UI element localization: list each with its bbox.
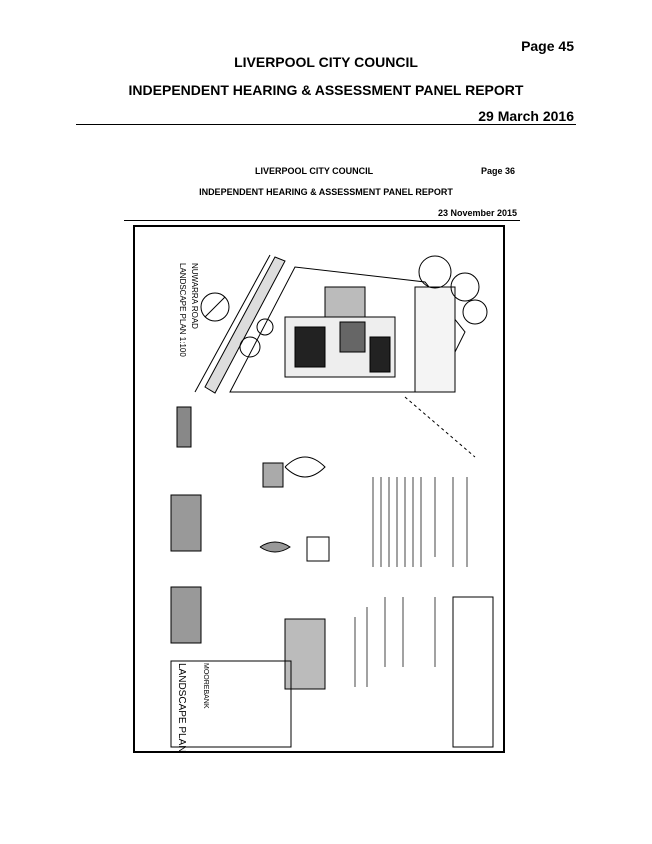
report-title: INDEPENDENT HEARING & ASSESSMENT PANEL R… <box>128 82 524 98</box>
embedded-page-number: Page 36 <box>481 166 516 176</box>
plan-sketch <box>170 254 494 748</box>
embedded-header-divider <box>124 220 520 221</box>
sheet-location: MOOREBANK <box>202 663 209 709</box>
header-divider <box>76 124 576 125</box>
landscape-plan-drawing: NUWARRA ROAD LANDSCAPE PLAN 1:100 LANDSC… <box>133 225 505 753</box>
embedded-report-title: INDEPENDENT HEARING & ASSESSMENT PANEL R… <box>199 187 453 197</box>
embedded-council-title: LIVERPOOL CITY COUNCIL <box>255 166 374 176</box>
council-title: LIVERPOOL CITY COUNCIL <box>234 54 418 70</box>
sheet-title: LANDSCAPE PLAN <box>176 663 187 753</box>
embedded-report-date: 23 November 2015 <box>437 208 517 218</box>
report-date: 29 March 2016 <box>478 108 574 124</box>
page-number: Page 45 <box>521 38 574 54</box>
road-label: NUWARRA ROAD <box>190 263 199 329</box>
plan-title: LANDSCAPE PLAN 1:100 <box>178 263 187 357</box>
